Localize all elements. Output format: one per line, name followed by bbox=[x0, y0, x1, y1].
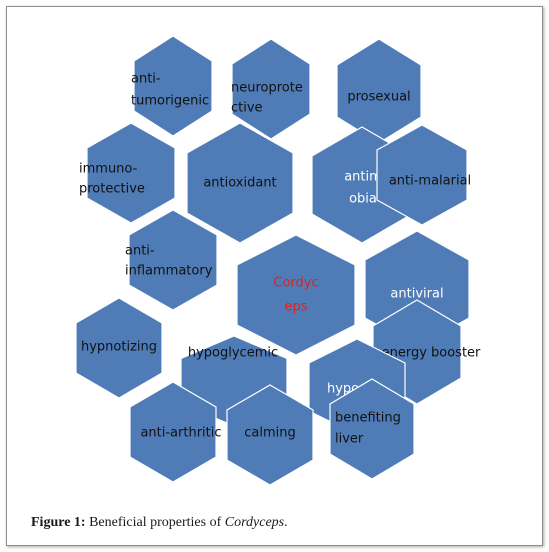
hexagon-label-antimicrobial: obia bbox=[349, 192, 377, 207]
hexagon-shape-anti-malarial bbox=[376, 124, 468, 226]
hexagon-label-benefitingliver: liver bbox=[335, 432, 364, 447]
caption-italic: Cordyceps bbox=[224, 515, 285, 530]
hexagon-shape-anti-inflammatory bbox=[128, 209, 218, 311]
hexagon-anti-arthritic: anti-arthritic bbox=[129, 381, 222, 483]
hexagon-label-prosexual: prosexual bbox=[347, 90, 410, 105]
hexagon-antioxidant: antioxidant bbox=[186, 122, 294, 244]
hexagon-shape-neuroprotective bbox=[231, 38, 311, 140]
hexagon-anti-inflammatory: anti-inflammatory bbox=[125, 209, 218, 311]
hexagon-calming: calming bbox=[226, 384, 314, 486]
hexagon-label-anti-arthritic: anti-arthritic bbox=[140, 426, 221, 441]
hexagon-shape-antioxidant bbox=[186, 122, 294, 244]
figure-caption: Figure 1: Beneficial properties of Cordy… bbox=[31, 515, 288, 531]
hexagon-label-anti-inflammatory: inflammatory bbox=[125, 264, 213, 279]
hexagon-label-cordyceps: eps bbox=[284, 300, 307, 315]
hexagon-label-neuroprotective: ctive bbox=[231, 101, 263, 116]
hexagon-neuroprotective: neuroprote ctive bbox=[231, 38, 311, 140]
hexagon-label-immuno-protective: immuno- bbox=[79, 162, 138, 177]
hexagon-shape-cordyceps bbox=[236, 234, 356, 356]
hexagon-anti-malarial: anti-malarial bbox=[376, 124, 471, 226]
figure-frame: anti-tumorigenic neuroprote ctive prosexual… bbox=[6, 6, 543, 546]
hexagon-label-antiviral: antiviral bbox=[390, 287, 443, 302]
hexagon-label-energy-booster: energy booster bbox=[382, 346, 481, 361]
hexagon-shape-benefitingliver bbox=[329, 378, 415, 480]
hexagon-shape-calming bbox=[226, 384, 314, 486]
hexagon-label-benefitingliver: benefiting bbox=[335, 411, 401, 426]
caption-label: Figure 1: bbox=[31, 515, 86, 530]
hexagon-label-antimicrobial: antim bbox=[344, 170, 382, 185]
hexagon-label-anti-malarial: anti-malarial bbox=[389, 174, 471, 189]
hexagon-prosexual: prosexual bbox=[336, 38, 422, 144]
hexagon-label-calming: calming bbox=[244, 426, 296, 441]
hexagon-label-anti-tumorigenic: tumorigenic bbox=[131, 94, 209, 109]
hexagon-hypnotizing: hypnotizing bbox=[75, 297, 163, 399]
hexagon-label-hypnotizing: hypnotizing bbox=[81, 340, 157, 355]
hexagon-label-neuroprotective: neuroprote bbox=[231, 81, 303, 96]
hexagon-diagram: anti-tumorigenic neuroprote ctive prosexual… bbox=[75, 35, 481, 486]
hexagon-cordyceps: Cordyc eps bbox=[236, 234, 356, 356]
caption-end: . bbox=[284, 515, 288, 530]
hexagon-immuno-protective: immuno-protective bbox=[79, 122, 176, 224]
hexagon-label-hypoglycemic: hypoglycemic bbox=[188, 346, 278, 361]
hexagon-benefitingliver: benefiting liver bbox=[329, 378, 415, 480]
hexagon-label-anti-tumorigenic: anti- bbox=[131, 72, 161, 87]
caption-text: Beneficial properties of bbox=[85, 515, 225, 530]
hexagon-anti-tumorigenic: anti-tumorigenic bbox=[131, 35, 213, 137]
hexagon-label-cordyceps: Cordyc bbox=[273, 276, 318, 291]
hexagon-shape-hypnotizing bbox=[75, 297, 163, 399]
hexagon-label-immuno-protective: protective bbox=[79, 182, 145, 197]
hexagon-shape-anti-tumorigenic bbox=[133, 35, 213, 137]
hexagon-label-anti-inflammatory: anti- bbox=[125, 244, 155, 259]
hexagon-shape-immuno-protective bbox=[86, 122, 176, 224]
hexagon-label-antioxidant: antioxidant bbox=[203, 176, 276, 191]
hexagon-shape-anti-arthritic bbox=[129, 381, 217, 483]
